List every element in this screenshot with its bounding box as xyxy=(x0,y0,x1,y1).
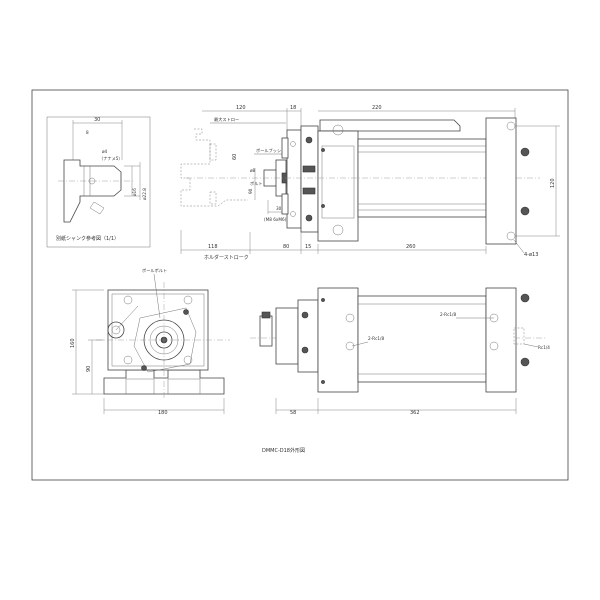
top-dim-118: 118 xyxy=(208,244,218,250)
rc18-label-a: 2-Rc1/8 xyxy=(440,312,456,317)
pivot-bolt xyxy=(107,321,125,339)
shank-dim-30: 30 xyxy=(94,117,100,123)
front-dim-160: 160 xyxy=(70,338,76,348)
side-dim-58: 58 xyxy=(290,410,296,416)
small-note-1: ø8 xyxy=(250,168,256,173)
label-4-13: 4-ø13 xyxy=(524,252,538,258)
rc14-label: Rc1/4 xyxy=(538,345,550,350)
shank-thread: （ナナメ5） xyxy=(99,156,123,162)
top-dim-18: 18 xyxy=(290,105,296,111)
side-head-block xyxy=(317,287,359,393)
side-cylinder-tube xyxy=(357,295,487,383)
shank-phi4: ø4 xyxy=(102,149,108,154)
sheet-border xyxy=(31,89,569,481)
top-dim-220: 220 xyxy=(372,105,382,111)
rc18-label-b: 2-Rc1/8 xyxy=(368,336,384,341)
shank-detail: 30 8 ø4 （ナナメ5） ø16 ø22.8 別紙シャンク参考図（1/1） xyxy=(46,116,151,248)
ball-bush-note: ボールブッシュ xyxy=(256,147,285,153)
side-dim-362: 362 xyxy=(410,410,420,416)
nut-note: (M8 6xM6) xyxy=(264,217,287,222)
top-dim-260: 260 xyxy=(406,244,416,250)
front-dim-90: 90 xyxy=(86,366,92,372)
flange-plate xyxy=(286,129,302,229)
top-view: 120 18 220 最大ストロー 60 ボールブッシュ ø8 ボルト 90 3… xyxy=(180,105,560,261)
side-view: 2-Rc1/8 2-Rc1/8 Rc1/4 58 362 xyxy=(250,287,550,416)
side-clamp xyxy=(259,315,273,347)
top-dim-30: 30 xyxy=(276,206,282,211)
shank-detail-label: 別紙シャンク参考図（1/1） xyxy=(56,235,119,242)
rod-guide-upper xyxy=(319,119,461,132)
top-dim-90: 90 xyxy=(248,188,253,194)
top-dim-120: 120 xyxy=(236,105,246,111)
top-dim-80: 80 xyxy=(283,244,289,250)
rear-end-block xyxy=(485,117,517,245)
hold-stroke-label: ホルダーストローク xyxy=(204,254,249,261)
shank-body xyxy=(63,159,122,223)
cylinder-head-block xyxy=(317,130,359,242)
top-dim-15: 15 xyxy=(305,244,311,250)
shank-detail-frame xyxy=(46,116,151,248)
shank-d16: ø16 xyxy=(132,188,137,196)
top-dim-60: 60 xyxy=(232,154,238,160)
top-dim-120-side: 120 xyxy=(550,178,556,188)
front-view: ボールボルト 160 90 180 xyxy=(70,267,230,416)
side-rear-block xyxy=(485,287,517,393)
small-note-2: ボルト xyxy=(250,180,263,186)
front-dim-180: 180 xyxy=(158,410,168,416)
shank-dim-8: 8 xyxy=(86,130,89,135)
holder-stroke-outline xyxy=(180,128,248,207)
shank-pin xyxy=(88,177,96,185)
pivot-label: ボールボルト xyxy=(142,267,167,273)
drawing-title: DMMC-D18外形図 xyxy=(262,447,305,454)
stroke-note: 最大ストロー xyxy=(214,116,239,123)
shank-d22: ø22.8 xyxy=(142,188,147,200)
